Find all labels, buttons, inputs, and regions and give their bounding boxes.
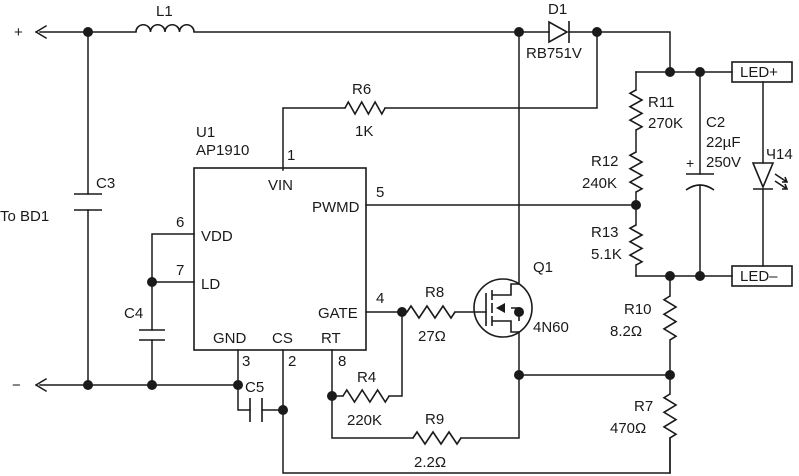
ic-pin-cs-name: CS [272, 330, 293, 347]
ic-pin-pwmd-num: 5 [376, 184, 384, 201]
led-minus-box [731, 265, 793, 287]
resistor-r11-value: 270K [648, 115, 683, 132]
led-minus-label: LED– [740, 268, 778, 285]
input-label: To BD1 [0, 208, 49, 225]
input-terminal-minus [34, 377, 48, 393]
resistor-r11-ref: R11 [648, 94, 674, 111]
diode-d1-part: RB751V [526, 45, 582, 62]
ic-pin-gnd-num: 3 [242, 353, 250, 370]
capacitor-c5-ref: C5 [245, 379, 264, 396]
ic-pin-gate-num: 4 [376, 290, 384, 307]
mosfet-q1-symbol [473, 278, 533, 338]
resistor-r10-symbol [662, 295, 678, 341]
ic-pin-rt-num: 8 [338, 353, 346, 370]
ic-pin-vdd-num: 6 [176, 214, 184, 231]
led-plus-box [731, 61, 793, 83]
resistor-r13-symbol [628, 224, 644, 266]
light-emission-arrows-icon [774, 173, 789, 190]
resistor-r13-ref: R13 [591, 224, 619, 241]
ic-pin-ld-name: LD [201, 276, 220, 293]
mosfet-q1-ref: Q1 [533, 259, 553, 276]
capacitor-c4-ref: C4 [124, 305, 143, 322]
resistor-r4-ref: R4 [357, 369, 376, 386]
resistor-r6-ref: R6 [352, 81, 371, 98]
resistor-r7-value: 470Ω [610, 420, 646, 437]
capacitor-c3-symbol [74, 193, 102, 211]
resistor-r7-symbol [662, 393, 678, 439]
resistor-r9-symbol [412, 430, 462, 446]
resistor-r12-value: 240K [582, 175, 617, 192]
ic-u1-part: AP1910 [196, 142, 249, 159]
led-ref: Ч14 [766, 146, 793, 163]
resistor-r8-value: 27Ω [418, 328, 446, 345]
resistor-r10-value: 8.2Ω [610, 323, 642, 340]
ic-pin-pwmd-name: PWMD [312, 199, 360, 216]
resistor-r4-value: 220K [347, 412, 382, 429]
ic-pin-gate-name: GATE [318, 305, 358, 322]
ic-pin-vdd-name: VDD [201, 228, 233, 245]
capacitor-c2-value: 22µF [706, 134, 741, 151]
ic-pin-rt-name: RT [321, 330, 341, 347]
resistor-r11-symbol [628, 89, 644, 131]
capacitor-c4-symbol [139, 329, 165, 341]
ic-pin-gnd-name: GND [213, 330, 247, 347]
resistor-r6-value: 1K [355, 123, 373, 140]
resistor-r9-value: 2.2Ω [414, 454, 446, 471]
capacitor-c2-ref: C2 [706, 114, 725, 131]
resistor-r12-symbol [628, 151, 644, 193]
diode-d1-ref: D1 [548, 1, 567, 18]
resistor-r7-ref: R7 [634, 398, 653, 415]
junction-dots [83, 27, 705, 415]
diode-d1-symbol [548, 20, 570, 44]
capacitor-c2-voltage: 250V [706, 154, 741, 171]
capacitor-c2-polarity: + [686, 155, 694, 171]
minus-terminal-label: − [12, 377, 21, 394]
resistor-r10-ref: R10 [624, 301, 652, 318]
led-plus-label: LED+ [740, 64, 778, 81]
resistor-r12-ref: R12 [591, 153, 619, 170]
resistor-r6-symbol [344, 100, 386, 116]
led-symbol [751, 162, 775, 190]
ic-pin-vin-num: 1 [287, 147, 295, 164]
capacitor-c5-symbol [249, 398, 263, 422]
capacitor-c3-ref: C3 [96, 175, 115, 192]
resistor-r13-value: 5.1K [591, 246, 622, 263]
resistor-r8-ref: R8 [425, 284, 444, 301]
inductor-l1-ref: L1 [156, 3, 173, 20]
capacitor-c2-symbol [685, 173, 715, 191]
ic-u1-ref: U1 [196, 124, 215, 141]
ic-u1-body [193, 167, 367, 351]
resistor-r9-ref: R9 [425, 411, 444, 428]
inductor-l1-symbol [135, 24, 195, 33]
resistor-r4-symbol [342, 388, 390, 404]
resistor-r8-symbol [406, 304, 456, 320]
ic-pin-cs-num: 2 [288, 353, 296, 370]
mosfet-q1-part: 4N60 [533, 319, 569, 336]
input-terminal-plus [34, 24, 48, 40]
ic-pin-ld-num: 7 [176, 262, 184, 279]
plus-terminal-label: + [14, 24, 23, 41]
ic-pin-vin-name: VIN [268, 177, 293, 194]
